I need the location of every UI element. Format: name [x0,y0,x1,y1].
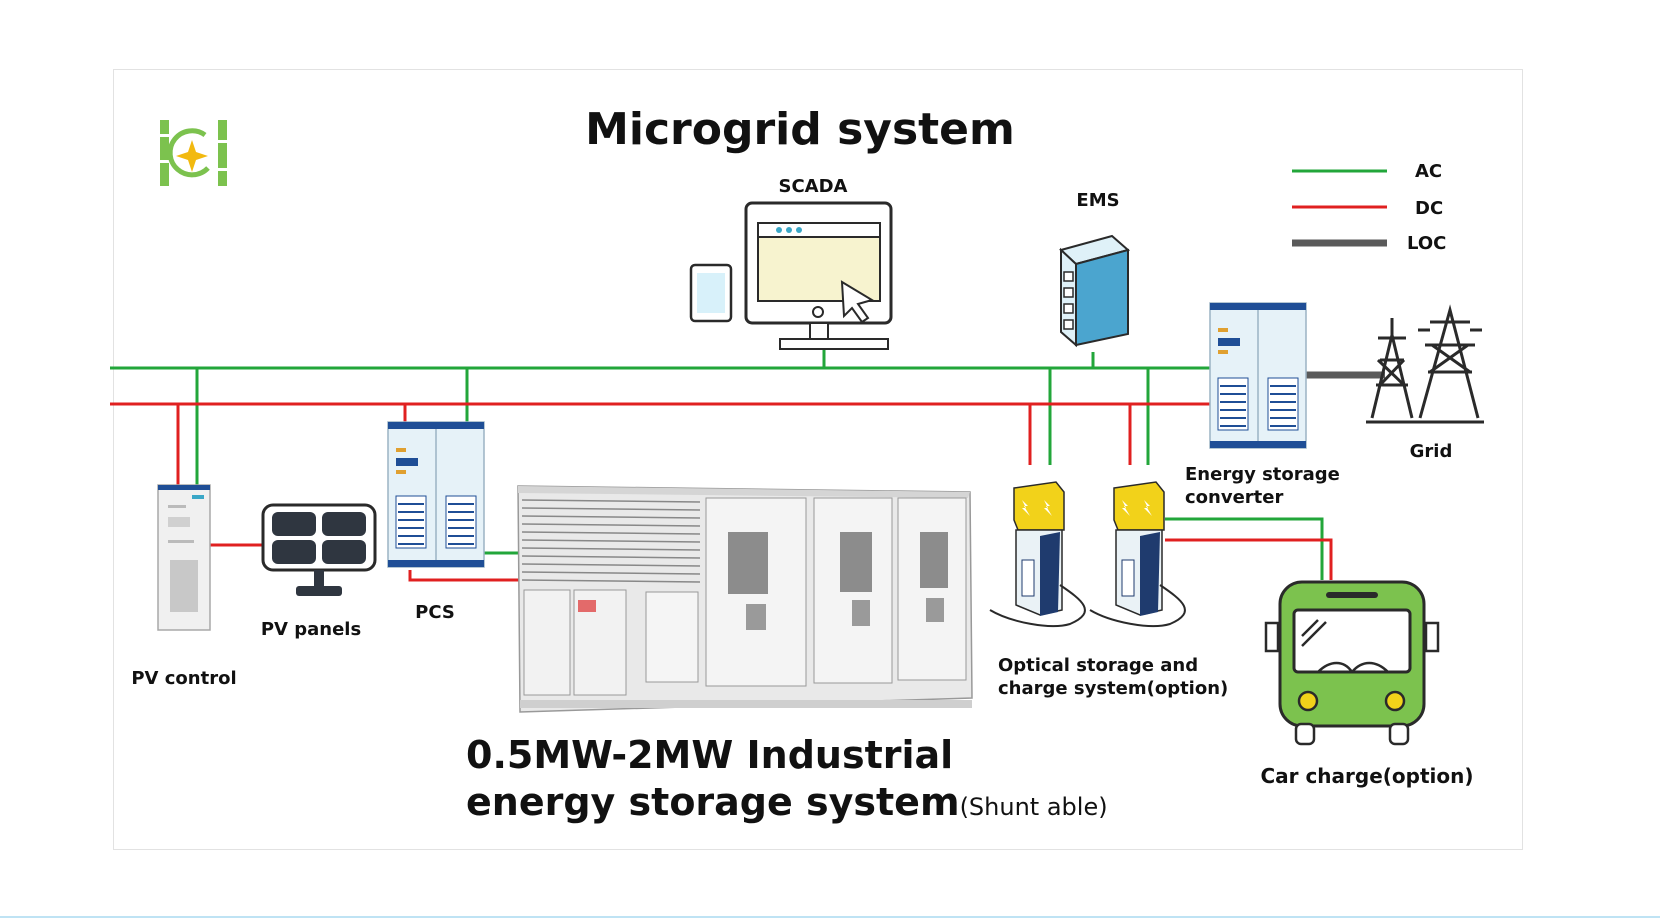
charging-station-1-icon [989,481,1086,627]
diagram-title: Microgrid system [585,104,1015,155]
energy-storage-container [517,485,973,713]
dc-bus [110,402,1333,582]
converter-label-line2: converter [1185,487,1283,508]
pcs-cabinet [387,421,485,568]
container-caption-line1: 0.5MW-2MW Industrial [466,733,953,777]
container-caption-suffix: (Shunt able) [960,793,1108,821]
charging-label-line1: Optical storage and [998,655,1198,676]
solar-panel-icon [261,503,377,596]
converter-label-line1: Energy storage [1185,464,1340,485]
legend: AC DC LOC [1292,161,1446,254]
pcs-label: PCS [415,602,455,623]
pv-panels-label: PV panels [261,619,361,640]
electric-bus-icon [1264,580,1440,746]
pv-control-label: PV control [131,668,236,689]
legend-loc-label: LOC [1407,233,1446,254]
charging-station-2-icon [1089,481,1186,627]
car-charge-label: Car charge(option) [1260,764,1473,788]
charging-label-line2: charge system(option) [998,678,1228,699]
ems-label: EMS [1076,190,1119,211]
container-caption-line2: energy storage system(Shunt able) [466,780,1108,824]
grid-tower-icon [1366,304,1484,424]
energy-storage-converter-cabinet [1209,302,1307,449]
bottom-divider [0,916,1660,918]
legend-dc-label: DC [1415,198,1443,219]
ems-server-icon [1059,234,1131,348]
ac-bus [110,350,1324,580]
scada-monitor-icon [744,201,893,350]
company-logo [160,120,227,186]
grid-label: Grid [1410,441,1453,462]
scada-label: SCADA [779,176,848,197]
container-caption-main: energy storage system [466,780,960,824]
legend-ac-label: AC [1415,161,1442,182]
tablet-icon [689,263,733,323]
pv-control-cabinet [157,484,211,631]
